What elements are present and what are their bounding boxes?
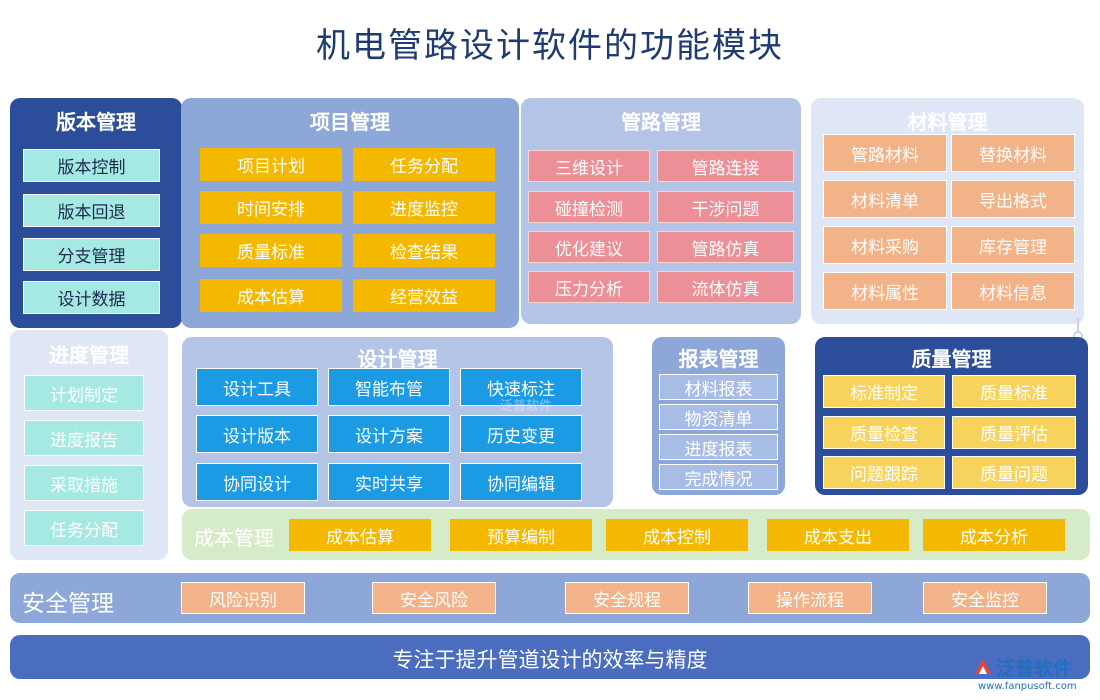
project-item[interactable]: 检查结果 xyxy=(353,234,495,267)
pipe-item[interactable]: 压力分析 xyxy=(528,271,650,303)
version-item[interactable]: 分支管理 xyxy=(23,238,160,271)
progress-item[interactable]: 采取措施 xyxy=(24,465,144,501)
pipe-item[interactable]: 碰撞检测 xyxy=(528,191,650,223)
quality-panel: 质量管理 标准制定 质量标准 质量检查 质量评估 问题跟踪 质量问题 xyxy=(815,337,1088,495)
cost-item[interactable]: 成本支出 xyxy=(767,519,909,551)
quality-item[interactable]: 质量问题 xyxy=(952,456,1076,489)
pipe-item[interactable]: 干涉问题 xyxy=(657,191,794,223)
logo-url: www.fanpusoft.com xyxy=(978,681,1077,692)
safety-item[interactable]: 安全风险 xyxy=(372,582,496,614)
project-item[interactable]: 成本估算 xyxy=(200,279,342,312)
design-item[interactable]: 协同设计 xyxy=(196,463,318,501)
quality-item[interactable]: 标准制定 xyxy=(823,375,945,408)
safety-title: 安全管理 xyxy=(22,591,114,617)
design-item[interactable]: 快速标注 xyxy=(460,368,582,406)
progress-item[interactable]: 进度报告 xyxy=(24,420,144,456)
design-item[interactable]: 设计版本 xyxy=(196,415,318,453)
report-panel: 报表管理 材料报表 物资清单 进度报表 完成情况 xyxy=(652,337,785,495)
safety-item[interactable]: 风险识别 xyxy=(181,582,305,614)
report-item[interactable]: 材料报表 xyxy=(659,374,778,400)
material-item[interactable]: 材料属性 xyxy=(823,272,947,310)
safety-item[interactable]: 安全规程 xyxy=(565,582,689,614)
cost-panel: 成本管理 成本估算 预算编制 成本控制 成本支出 成本分析 xyxy=(182,509,1090,560)
logo-icon xyxy=(975,659,991,674)
project-item[interactable]: 任务分配 xyxy=(353,148,495,181)
cost-item[interactable]: 预算编制 xyxy=(450,519,592,551)
safety-item[interactable]: 操作流程 xyxy=(748,582,872,614)
material-item[interactable]: 材料清单 xyxy=(823,180,947,218)
safety-item[interactable]: 安全监控 xyxy=(923,582,1047,614)
footer-slogan: 专注于提升管道设计的效率与精度 xyxy=(392,648,708,672)
cost-item[interactable]: 成本分析 xyxy=(923,519,1065,551)
design-panel: 设计管理 设计工具 智能布管 快速标注 设计版本 设计方案 历史变更 协同设计 … xyxy=(182,337,613,507)
project-panel: 项目管理 项目计划 任务分配 时间安排 进度监控 质量标准 检查结果 成本估算 … xyxy=(181,98,519,328)
material-item[interactable]: 材料信息 xyxy=(951,272,1075,310)
logo-name: 泛普软件 xyxy=(996,658,1073,680)
version-panel: 版本管理 版本控制 版本回退 分支管理 设计数据 xyxy=(10,98,182,328)
material-item[interactable]: 管路材料 xyxy=(823,134,947,172)
report-item[interactable]: 进度报表 xyxy=(659,434,778,460)
design-item[interactable]: 协同编辑 xyxy=(460,463,582,501)
design-item[interactable]: 实时共享 xyxy=(328,463,450,501)
quality-title: 质量管理 xyxy=(911,347,992,371)
design-title: 设计管理 xyxy=(357,347,438,371)
version-item[interactable]: 版本回退 xyxy=(23,194,160,227)
quality-item[interactable]: 质量检查 xyxy=(823,416,945,449)
design-item[interactable]: 设计工具 xyxy=(196,368,318,406)
pipe-item[interactable]: 管路连接 xyxy=(657,150,794,182)
cost-item[interactable]: 成本估算 xyxy=(289,519,431,551)
project-item[interactable]: 质量标准 xyxy=(200,234,342,267)
material-panel: 材料管理 管路材料 替换材料 材料清单 导出格式 材料采购 库存管理 材料属性 … xyxy=(811,98,1084,324)
version-item[interactable]: 版本控制 xyxy=(23,149,160,182)
quality-item[interactable]: 质量标准 xyxy=(952,375,1076,408)
version-item[interactable]: 设计数据 xyxy=(23,281,160,314)
design-item[interactable]: 历史变更 xyxy=(460,415,582,453)
progress-title: 进度管理 xyxy=(49,343,129,367)
material-item[interactable]: 库存管理 xyxy=(951,226,1075,264)
footer-banner: 专注于提升管道设计的效率与精度 xyxy=(10,635,1090,679)
design-item[interactable]: 设计方案 xyxy=(328,415,450,453)
project-title: 项目管理 xyxy=(310,110,390,134)
project-item[interactable]: 时间安排 xyxy=(200,191,342,224)
pipe-item[interactable]: 优化建议 xyxy=(528,231,650,263)
watermark-text: 泛普软件 xyxy=(500,399,553,414)
progress-item[interactable]: 任务分配 xyxy=(24,510,144,546)
project-item[interactable]: 经营效益 xyxy=(353,279,495,312)
progress-item[interactable]: 计划制定 xyxy=(24,375,144,411)
quality-item[interactable]: 问题跟踪 xyxy=(823,456,945,489)
pipe-title: 管路管理 xyxy=(621,110,701,134)
pipe-item[interactable]: 三维设计 xyxy=(528,150,650,182)
material-title: 材料管理 xyxy=(907,110,988,134)
material-item[interactable]: 导出格式 xyxy=(951,180,1075,218)
report-item[interactable]: 物资清单 xyxy=(659,404,778,430)
connector-line xyxy=(1077,318,1079,334)
brand-logo: 泛普软件 www.fanpusoft.com xyxy=(972,654,1096,698)
cost-title: 成本管理 xyxy=(194,526,274,550)
version-title: 版本管理 xyxy=(56,110,136,134)
pipe-item[interactable]: 流体仿真 xyxy=(657,271,794,303)
pipe-panel: 管路管理 三维设计 管路连接 碰撞检测 干涉问题 优化建议 管路仿真 压力分析 … xyxy=(521,98,801,324)
quality-item[interactable]: 质量评估 xyxy=(952,416,1076,449)
material-item[interactable]: 材料采购 xyxy=(823,226,947,264)
pipe-item[interactable]: 管路仿真 xyxy=(657,231,794,263)
project-item[interactable]: 项目计划 xyxy=(200,148,342,181)
page-title: 机电管路设计软件的功能模块 xyxy=(316,26,784,66)
project-item[interactable]: 进度监控 xyxy=(353,191,495,224)
design-item[interactable]: 智能布管 xyxy=(328,368,450,406)
report-title: 报表管理 xyxy=(678,347,759,371)
cost-item[interactable]: 成本控制 xyxy=(606,519,748,551)
report-item[interactable]: 完成情况 xyxy=(659,464,778,490)
progress-panel: 进度管理 计划制定 进度报告 采取措施 任务分配 xyxy=(10,330,168,560)
safety-panel: 安全管理 风险识别 安全风险 安全规程 操作流程 安全监控 xyxy=(10,573,1090,623)
material-item[interactable]: 替换材料 xyxy=(951,134,1075,172)
